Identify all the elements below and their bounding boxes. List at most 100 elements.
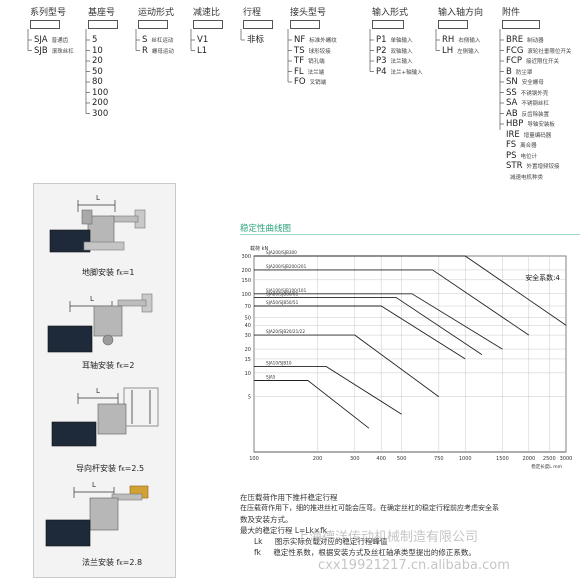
note-lk-term: Lk — [254, 537, 263, 546]
code-value: 200 — [92, 98, 109, 108]
code-value: FS — [506, 140, 517, 150]
y-tick-label: 40 — [245, 323, 251, 329]
series-label-5: SJA20/SJB20/21/22 — [266, 329, 305, 334]
series-line-3 — [254, 296, 483, 355]
code-description: 叉销端 — [309, 80, 327, 86]
svg-text:L: L — [92, 481, 96, 489]
series-line-1 — [254, 269, 530, 336]
code-description: 减速电机种类 — [510, 174, 544, 181]
code-value: LH — [442, 45, 454, 56]
ordering-header-0: 系列型号 — [30, 8, 67, 18]
mounting-panel: L 地脚安装 fK=1 L 耳轴安装 fK=2 L 导向杆安装 — [33, 183, 176, 578]
code-description: 法兰输入 — [390, 59, 413, 65]
y-tick-label: 100 — [241, 292, 251, 298]
code-value: HBP — [506, 119, 524, 129]
note-line-1: 在压载荷作用下推杆稳定行程 — [240, 493, 338, 502]
series-line-6 — [254, 366, 402, 415]
watermark-company: 上海德洋传动机械制造有限公司 — [296, 530, 479, 545]
ordering-code-4-0: 非标 — [247, 35, 264, 46]
code-value: S — [142, 35, 148, 45]
ordering-code-1-7: 300 — [92, 109, 108, 120]
ordering-code-1-3: 50 — [92, 67, 103, 78]
ordering-code-box-8 — [502, 20, 540, 29]
note-line-4: 最大的稳定行程 L=Lk×fk — [240, 526, 328, 535]
code-value: P3 — [376, 56, 387, 66]
ordering-header-1: 基座号 — [88, 8, 116, 18]
note-line-3: 数及安装方式。 — [240, 515, 293, 524]
code-description: 法兰端 — [307, 69, 325, 76]
code-description: 增量编码器 — [523, 132, 552, 139]
note-fk: fk 稳定性系数，根据安装方式及丝杠轴承类型提出的修正系数。 — [240, 547, 580, 558]
code-description: 滚轮社垂限位开关 — [527, 48, 572, 55]
code-value: IRE — [506, 129, 520, 140]
ordering-code-box-7 — [438, 20, 468, 29]
code-value: P2 — [376, 45, 387, 56]
chart-section-title: 稳定性曲线图 — [240, 224, 292, 234]
ordering-code-box-5 — [290, 20, 320, 29]
code-value: TS — [294, 45, 305, 56]
svg-text:L: L — [96, 387, 100, 395]
x-tick-label: 400 — [376, 456, 386, 462]
series-line-4 — [254, 305, 466, 360]
code-description: 右侧输入 — [458, 38, 481, 44]
code-value: 10 — [92, 45, 103, 56]
code-value: B — [506, 66, 512, 77]
x-tick-label: 300 — [350, 456, 360, 462]
code-value: L1 — [197, 45, 208, 56]
code-description: 螺母运动 — [151, 48, 174, 55]
ordering-code-1-1: 10 — [92, 46, 103, 57]
code-value: FCG — [506, 45, 524, 56]
code-value: 80 — [92, 77, 103, 87]
code-description: 离合器 — [520, 143, 537, 149]
code-value: 300 — [92, 108, 109, 119]
foot-mount-illustration: L — [49, 194, 146, 253]
code-value: 20 — [92, 56, 103, 66]
ordering-header-7: 输入轴方向 — [438, 8, 484, 18]
code-value: V1 — [197, 35, 209, 45]
ordering-code-box-4 — [243, 20, 273, 29]
flange-mount-illustration: L — [45, 481, 149, 547]
code-value: SS — [506, 87, 517, 98]
ordering-code-1-4: 80 — [92, 77, 103, 88]
code-value: PS — [506, 150, 517, 161]
trunnion-mount-illustration: L — [47, 293, 153, 353]
y-tick-label: 15 — [245, 357, 251, 363]
x-tick-label: 3000 — [560, 456, 573, 462]
y-tick-label: 30 — [245, 333, 251, 339]
mounting-caption-guide-rod: 导向杆安装 fK=2.5 — [76, 464, 145, 473]
series-label-1: SJA200/SJB200/201 — [266, 264, 307, 269]
x-tick-label: 500 — [397, 456, 407, 462]
note-lk-desc: 图示实际负载对应的稳定行程峰值 — [274, 537, 388, 546]
ordering-code-3-1: L1 — [197, 46, 207, 57]
ordering-header-6: 输入形式 — [372, 8, 409, 18]
code-description: 导轴安装板 — [527, 122, 555, 128]
code-value: SA — [506, 98, 518, 108]
series-label-0: SJA200/SJB300 — [266, 250, 297, 255]
code-value: AB — [506, 108, 518, 119]
x-tick-label: 1000 — [459, 456, 472, 462]
code-description: 法兰+轴输入 — [390, 69, 423, 76]
y-tick-label: 50 — [245, 316, 251, 322]
code-description: 普通齿 — [51, 38, 69, 44]
ordering-header-4: 行程 — [243, 8, 262, 18]
chart-title-underline — [240, 234, 580, 235]
note-lk: Lk 图示实际负载对应的稳定行程峰值 — [240, 536, 580, 547]
code-description: 滚珠丝杠 — [51, 48, 74, 55]
y-axis-label: 载荷 kN — [250, 245, 268, 252]
code-value: SN — [506, 77, 518, 87]
y-tick-label: 10 — [245, 371, 251, 377]
